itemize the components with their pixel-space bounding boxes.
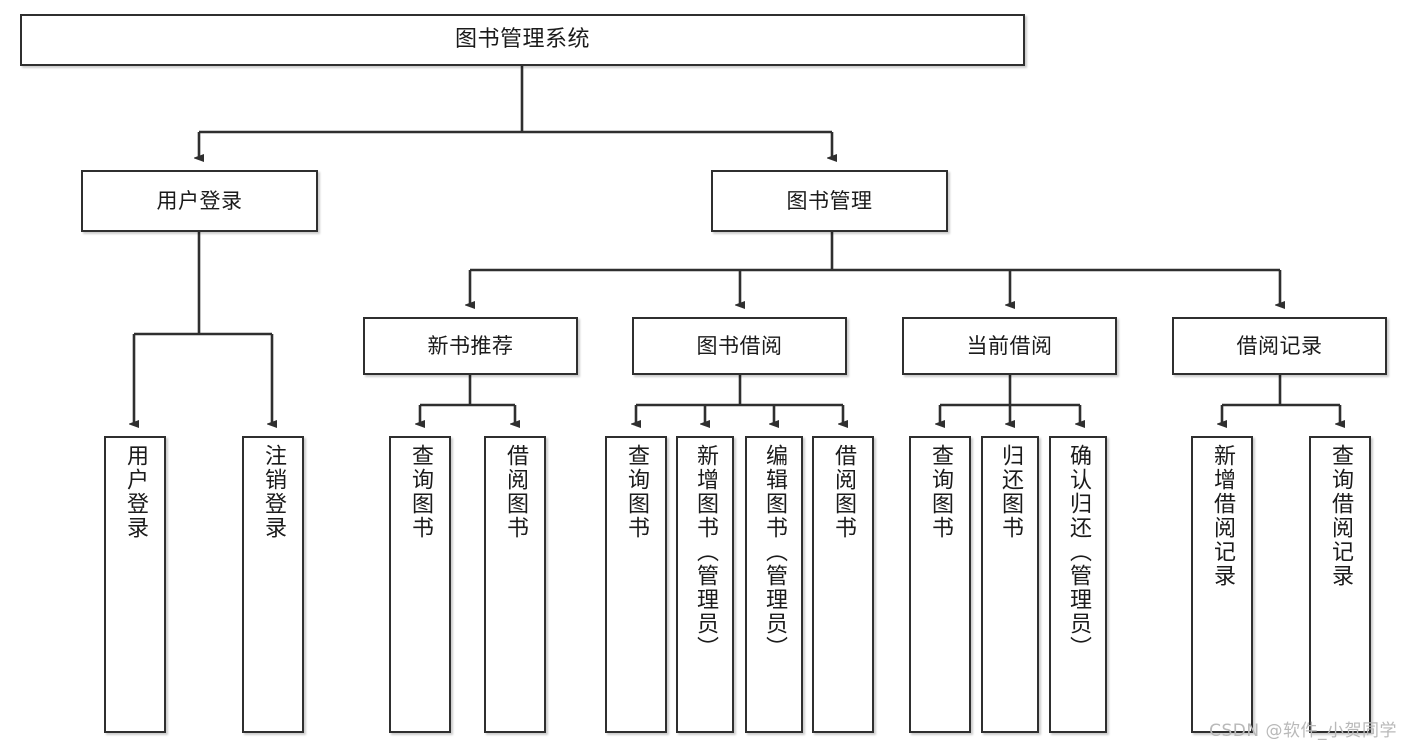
node-label: 图书管理: [786, 188, 873, 213]
node-new-book-recommendation[interactable]: 新书推荐: [363, 317, 578, 375]
node-label: 图书借阅: [696, 333, 783, 358]
node-label: 当前借阅: [966, 333, 1053, 358]
node-root-book-management-system[interactable]: 图书管理系统: [20, 14, 1025, 66]
node-label: 确认归还（管理员）: [1066, 444, 1091, 660]
node-label: 编辑图书（管理员）: [762, 444, 787, 660]
node-label: 借阅图书: [503, 444, 528, 540]
watermark: CSDN @软件_小贺同学: [1209, 721, 1397, 741]
leaf-add-borrow-record[interactable]: 新增借阅记录: [1191, 436, 1253, 733]
node-label: 查询借阅记录: [1328, 444, 1353, 588]
leaf-query-books-new-recommendation[interactable]: 查询图书: [389, 436, 451, 733]
node-label: 注销登录: [261, 444, 286, 540]
leaf-query-books-borrowing[interactable]: 查询图书: [605, 436, 667, 733]
node-label: 查询图书: [624, 444, 649, 540]
node-label: 借阅图书: [831, 444, 856, 540]
node-label: 新书推荐: [427, 333, 514, 358]
node-book-borrowing[interactable]: 图书借阅: [632, 317, 847, 375]
node-label: 用户登录: [123, 444, 148, 540]
leaf-user-login[interactable]: 用户登录: [104, 436, 166, 733]
leaf-logout[interactable]: 注销登录: [242, 436, 304, 733]
node-label: 图书管理系统: [454, 27, 590, 53]
node-label: 新增图书（管理员）: [693, 444, 718, 660]
node-current-borrowing[interactable]: 当前借阅: [902, 317, 1117, 375]
leaf-query-books-current[interactable]: 查询图书: [909, 436, 971, 733]
leaf-confirm-return-admin[interactable]: 确认归还（管理员）: [1049, 436, 1107, 733]
node-label: 查询图书: [408, 444, 433, 540]
leaf-borrow-books-new-recommendation[interactable]: 借阅图书: [484, 436, 546, 733]
leaf-edit-book-admin[interactable]: 编辑图书（管理员）: [745, 436, 803, 733]
node-book-management[interactable]: 图书管理: [711, 170, 948, 232]
node-borrow-records[interactable]: 借阅记录: [1172, 317, 1387, 375]
node-label: 查询图书: [928, 444, 953, 540]
node-label: 借阅记录: [1236, 333, 1323, 358]
leaf-borrow-books-borrowing[interactable]: 借阅图书: [812, 436, 874, 733]
node-label: 用户登录: [156, 188, 243, 213]
leaf-query-borrow-record[interactable]: 查询借阅记录: [1309, 436, 1371, 733]
node-label: 归还图书: [998, 444, 1023, 540]
node-user-login[interactable]: 用户登录: [81, 170, 318, 232]
leaf-return-books[interactable]: 归还图书: [981, 436, 1039, 733]
node-label: 新增借阅记录: [1210, 444, 1235, 588]
leaf-add-book-admin[interactable]: 新增图书（管理员）: [676, 436, 734, 733]
